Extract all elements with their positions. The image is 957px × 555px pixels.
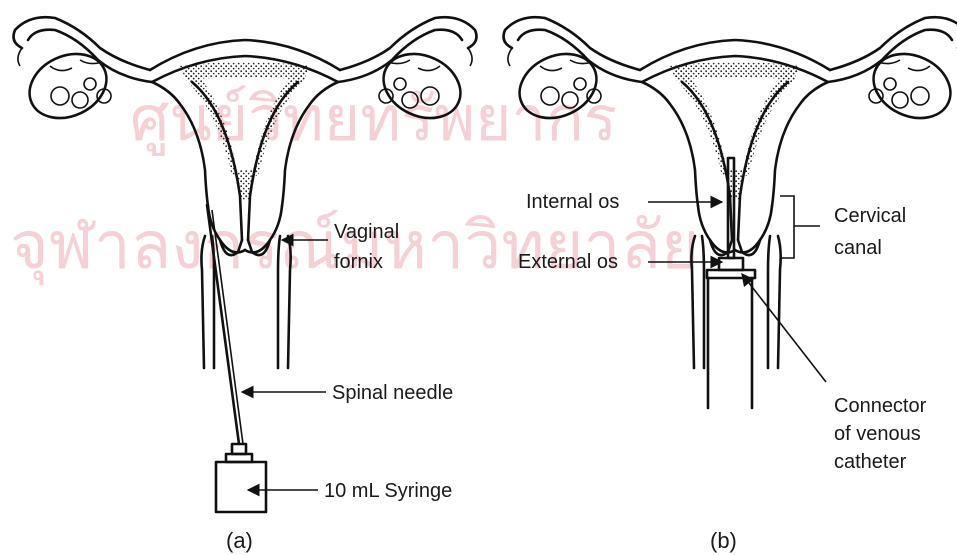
- syringe-barrel: [216, 462, 266, 512]
- connector-label-1: Connector: [834, 395, 927, 417]
- connector-arrow: [742, 274, 826, 382]
- vaginal-wall-right-b: [768, 236, 781, 368]
- syringe-label: 10 mL Syringe: [324, 480, 452, 502]
- cervical-canal-label-2: canal: [834, 237, 882, 259]
- external-os-label: External os: [518, 251, 618, 273]
- connector-label-2: of venous: [834, 423, 921, 445]
- catheter-connector: [719, 258, 743, 270]
- cervical-canal-label-1: Cervical: [834, 205, 906, 227]
- caption-a: (a): [226, 528, 253, 553]
- caption-b: (b): [710, 528, 737, 553]
- vaginal-fornix-label-2: fornix: [334, 251, 383, 273]
- syringe-body-b: [708, 278, 752, 408]
- cervical-canal-bracket: [780, 196, 820, 258]
- connector-plate: [707, 270, 755, 278]
- watermark-line-2: จุฬาลงกรณ์มหาวิทยาลัย: [10, 207, 700, 286]
- vaginal-fornix-label-1: Vaginal: [334, 221, 399, 243]
- spinal-needle-label: Spinal needle: [332, 382, 453, 404]
- syringe-hub: [232, 444, 246, 454]
- connector-label-3: catheter: [834, 451, 907, 473]
- internal-os-label: Internal os: [526, 191, 619, 213]
